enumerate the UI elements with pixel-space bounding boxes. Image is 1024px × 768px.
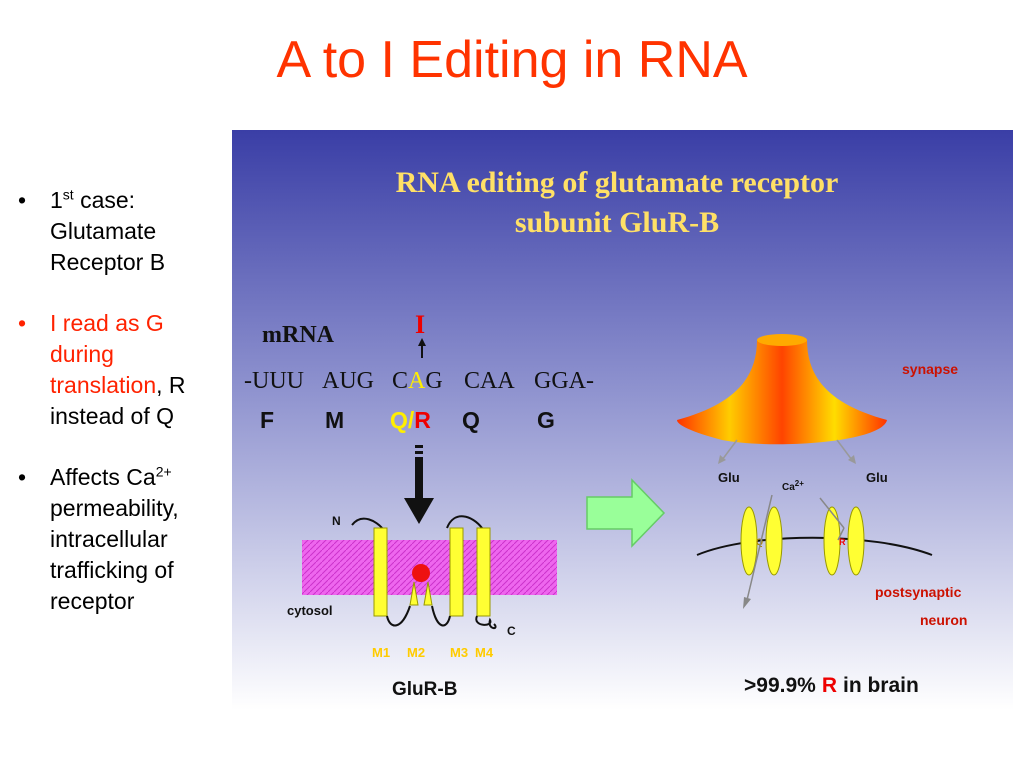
bullet-item: • I read as G during translation, R inst… xyxy=(18,308,228,432)
neuron-label: neuron xyxy=(920,612,967,628)
codon-caa: CAA xyxy=(464,368,515,394)
right-arrow-icon xyxy=(586,478,666,548)
q-channel-right xyxy=(765,506,783,576)
q-r-site-icon xyxy=(412,564,430,582)
synapse-label: synapse xyxy=(902,361,958,377)
amino-q: Q xyxy=(462,407,480,433)
bullet-item: • 1st case: Glutamate Receptor B xyxy=(18,185,228,278)
bullet-list: • 1st case: Glutamate Receptor B • I rea… xyxy=(18,185,228,647)
bullet-dot-icon: • xyxy=(18,310,27,336)
membrane xyxy=(302,540,557,595)
calcium-blocked-icon xyxy=(837,527,845,541)
bullet-item: • Affects Ca2+ permeability, intracellul… xyxy=(18,462,228,617)
n-terminus-label: N xyxy=(332,514,341,528)
bullet-dot-icon: • xyxy=(18,187,27,213)
bullet-superscript: st xyxy=(62,186,74,203)
segment-m2-label: M2 xyxy=(407,645,425,660)
r-channel-label: R xyxy=(839,537,846,547)
r-channel-left xyxy=(823,506,841,576)
glur-b-label: GluR-B xyxy=(392,679,457,700)
segment-m3-label: M3 xyxy=(450,645,468,660)
bullet-text: 1 xyxy=(50,187,63,213)
codon-gga: GGA- xyxy=(534,368,594,394)
figure-title: RNA editing of glutamate receptor xyxy=(396,166,839,199)
edit-arrow-icon xyxy=(418,338,426,358)
bullet-text-red: I read as G during translation xyxy=(50,310,164,398)
slide-title: A to I Editing in RNA xyxy=(276,31,748,89)
synapse-terminal xyxy=(677,334,887,445)
bullet-text: , R instead of Q xyxy=(50,372,186,429)
mrna-label: mRNA xyxy=(262,322,335,348)
codon-uuu: -UUU xyxy=(244,368,304,394)
q-channel-left xyxy=(740,506,758,576)
segment-m1-label: M1 xyxy=(372,645,390,660)
segment-m3 xyxy=(449,527,464,617)
bullet-dot-icon: • xyxy=(18,464,27,490)
translation-arrow-icon xyxy=(404,445,434,524)
glu-label-left: Glu xyxy=(718,470,740,485)
segment-m1 xyxy=(373,527,388,617)
cytosol-label: cytosol xyxy=(287,603,333,618)
inosine-label: I xyxy=(415,310,425,339)
amino-m: M xyxy=(325,407,344,433)
bullet-text: permeability, intracellular trafficking … xyxy=(50,495,179,614)
codon-aug: AUG xyxy=(322,368,374,394)
q-channel-label: Q xyxy=(756,537,763,547)
segment-m4-label: M4 xyxy=(475,645,494,660)
glu-label-right: Glu xyxy=(866,470,888,485)
figure-subtitle: subunit GluR-B xyxy=(515,206,719,239)
c-terminus-label: C xyxy=(507,624,516,638)
postsynaptic-membrane xyxy=(696,536,933,556)
bullet-text: Affects Ca xyxy=(50,464,156,490)
postsynaptic-label: postsynaptic xyxy=(875,584,962,600)
glur-b-editing-figure: RNA editing of glutamate receptor subuni… xyxy=(232,130,1013,710)
bullet-superscript: 2+ xyxy=(155,463,172,480)
calcium-flow-arrow-icon xyxy=(743,597,751,609)
amino-q-r: Q/R xyxy=(390,407,431,433)
calcium-label: Ca2+ xyxy=(782,479,804,493)
codon-cag: CAG xyxy=(392,368,443,394)
segment-m4 xyxy=(476,527,491,617)
bullet-text: case: Glutamate Receptor B xyxy=(50,187,166,275)
r-channel-right xyxy=(847,506,865,576)
amino-f: F xyxy=(260,407,274,433)
amino-g: G xyxy=(537,407,555,433)
